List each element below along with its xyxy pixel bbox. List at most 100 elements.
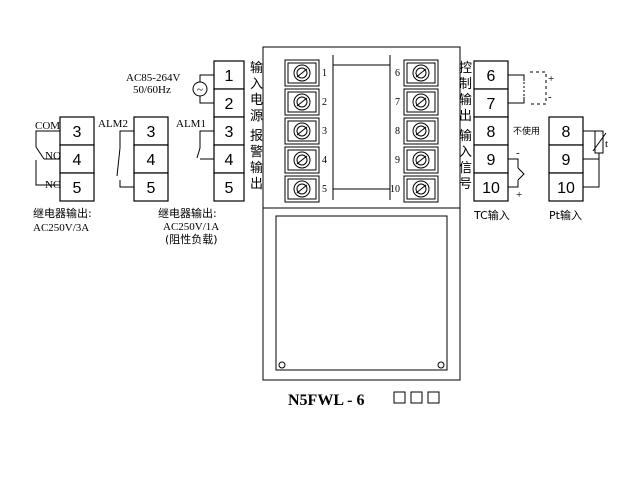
model-option-box bbox=[410, 391, 423, 404]
right-screw-column bbox=[403, 59, 439, 203]
device-front-panel bbox=[275, 215, 448, 371]
tc-terminal-8-number: 8 bbox=[487, 124, 496, 141]
device-body: 1 2 3 4 5 6 7 8 9 10 bbox=[262, 46, 461, 381]
input-power-label: 输 入 电 源 bbox=[250, 60, 267, 124]
alarm-output-label: 报 警 输 出 bbox=[250, 129, 267, 192]
power-spec-voltage: AC85-264V bbox=[126, 72, 180, 84]
terminal-screw-icon bbox=[284, 59, 320, 87]
pt-terminal-block: 8 9 10 t Pt输入 bbox=[548, 116, 608, 222]
alarm-caption-line3: (阻性负载) bbox=[165, 232, 218, 246]
terminal-screw-icon bbox=[403, 146, 439, 174]
terminal-screw-icon bbox=[284, 88, 320, 116]
alm1-label: ALM1 bbox=[176, 118, 206, 130]
power-section-labels: 输 入 电 源 报 警 输 出 bbox=[250, 60, 267, 192]
tc-terminal-9 bbox=[473, 144, 509, 174]
left-screw-column bbox=[284, 59, 320, 203]
output-section-labels: 控 制 输 出 输 入 信 号 bbox=[459, 61, 476, 192]
alm-terminal-4-number: 4 bbox=[147, 152, 156, 169]
alm2-label: ALM2 bbox=[98, 118, 128, 130]
pt-input-caption: Pt输入 bbox=[549, 208, 582, 222]
tc-terminal-6-number: 6 bbox=[487, 68, 496, 85]
device-right-number: 8 bbox=[395, 126, 400, 137]
device-right-number: 9 bbox=[395, 155, 400, 166]
alarm-caption-line2: AC250V/1A bbox=[163, 221, 219, 233]
device-left-number: 2 bbox=[322, 97, 327, 108]
alm-terminal-4 bbox=[133, 144, 169, 174]
relay-contact-symbol bbox=[35, 130, 60, 186]
relay-terminal-5-number: 5 bbox=[73, 180, 82, 197]
power-terminal-block: 1 2 3 4 5 AC85-264V 50/60Hz ~ bbox=[126, 60, 245, 202]
tc-terminal-6 bbox=[473, 60, 509, 90]
terminal-screw-icon bbox=[403, 59, 439, 87]
model-name: N5FWL - 6 bbox=[288, 392, 364, 409]
device-left-number: 3 bbox=[322, 126, 327, 137]
model-option-box bbox=[393, 391, 406, 404]
device-lower-housing bbox=[262, 207, 461, 381]
minus-sign: - bbox=[548, 91, 552, 103]
tc-input-caption: TC输入 bbox=[473, 208, 510, 222]
pt-terminal-10 bbox=[548, 172, 584, 202]
power-terminal-4-number: 4 bbox=[225, 152, 234, 169]
not-used-label: 不使用 bbox=[513, 125, 540, 137]
relay-terminal-5 bbox=[59, 172, 95, 202]
power-terminal-2 bbox=[213, 88, 245, 118]
screw-hole-right bbox=[437, 361, 445, 369]
tc-minus-sign: - bbox=[516, 147, 520, 159]
com-label: COM bbox=[35, 120, 60, 132]
power-spec-frequency: 50/60Hz bbox=[133, 84, 171, 96]
ac-source-symbol: ~ bbox=[192, 74, 214, 104]
tc-terminal-10 bbox=[473, 172, 509, 202]
terminal-screw-icon bbox=[284, 117, 320, 145]
model-option-box bbox=[427, 391, 440, 404]
tc-terminal-9-number: 9 bbox=[487, 152, 496, 169]
alm2-contact-symbol bbox=[116, 130, 134, 188]
tc-plus-sign: + bbox=[516, 189, 522, 201]
power-terminal-1-number: 1 bbox=[225, 68, 234, 85]
thermocouple-symbol: - + bbox=[508, 147, 525, 201]
relay-caption-line1: 继电器输出: bbox=[33, 206, 92, 220]
device-right-number: 6 bbox=[395, 68, 400, 79]
terminal-screw-icon bbox=[403, 117, 439, 145]
device-left-number: 1 bbox=[322, 68, 327, 79]
tc-terminal-8 bbox=[473, 116, 509, 146]
alarm-output-block: ALM2 ALM1 3 4 5 继电器输出: AC250V/1A (阻性负载) bbox=[98, 116, 219, 246]
control-output-wiring: + - bbox=[508, 71, 554, 105]
relay-output-block: 3 4 5 COM NO NC 继电器输出: AC250V/3A bbox=[33, 116, 95, 234]
power-terminal-4 bbox=[213, 144, 245, 174]
control-output-label: 控 制 输 出 bbox=[459, 61, 476, 124]
terminal-screw-icon bbox=[403, 88, 439, 116]
model-label: N5FWL - 6 bbox=[288, 391, 440, 409]
power-terminal-5-number: 5 bbox=[225, 180, 234, 197]
terminal-screw-icon bbox=[403, 175, 439, 203]
device-left-number: 5 bbox=[322, 184, 327, 195]
pt-terminal-9-number: 9 bbox=[562, 152, 571, 169]
terminal-screw-icon bbox=[284, 146, 320, 174]
power-terminal-2-number: 2 bbox=[225, 96, 234, 113]
input-signal-label: 输 入 信 号 bbox=[459, 128, 476, 192]
screw-hole-left bbox=[278, 361, 286, 369]
terminal-screw-icon bbox=[284, 175, 320, 203]
alm-terminal-5-number: 5 bbox=[147, 180, 156, 197]
tc-terminal-10-number: 10 bbox=[482, 180, 500, 197]
pt-terminal-8-number: 8 bbox=[562, 124, 571, 141]
alm1-contact-symbol bbox=[196, 130, 214, 160]
tc-terminal-block: 6 7 8 9 10 + - 不使用 - + TC输入 bbox=[473, 60, 554, 222]
device-right-number: 7 bbox=[395, 97, 400, 108]
tc-terminal-7-number: 7 bbox=[487, 96, 496, 113]
pt-terminal-10-number: 10 bbox=[557, 180, 575, 197]
power-terminal-5 bbox=[213, 172, 245, 202]
device-right-number: 10 bbox=[390, 184, 400, 195]
tilde-icon: ~ bbox=[197, 84, 203, 96]
relay-caption-line2: AC250V/3A bbox=[33, 222, 89, 234]
no-label: NO bbox=[45, 150, 61, 162]
rtd-symbol: t bbox=[583, 130, 608, 188]
relay-terminal-4-number: 4 bbox=[73, 152, 82, 169]
alm-terminal-3-number: 3 bbox=[147, 124, 156, 141]
rtd-t-label: t bbox=[605, 138, 608, 150]
alarm-caption-line1: 继电器输出: bbox=[158, 206, 217, 220]
device-left-number: 4 bbox=[322, 155, 327, 166]
relay-terminal-3-number: 3 bbox=[73, 124, 82, 141]
plus-sign: + bbox=[548, 73, 554, 85]
device-outline bbox=[262, 46, 461, 209]
